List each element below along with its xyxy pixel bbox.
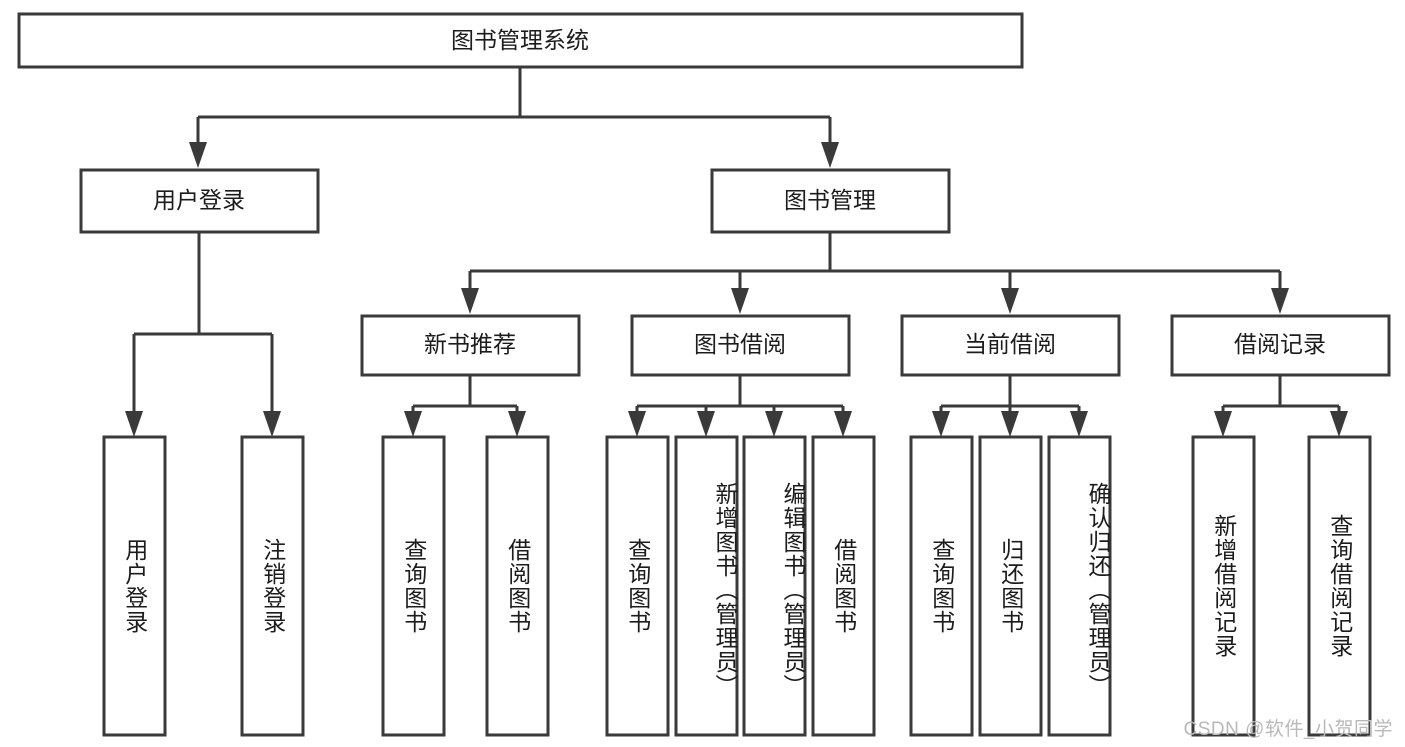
arrow-user-login-leaf-1 xyxy=(125,411,143,437)
node-leaf-return-book[interactable] xyxy=(978,435,1043,737)
arrow-cb-leaf-3 xyxy=(1070,411,1088,437)
node-new-book-recommend[interactable] xyxy=(360,314,581,377)
node-book-borrow-label: 图书借阅 xyxy=(694,331,786,357)
node-leaf-edit-book[interactable] xyxy=(742,435,807,737)
node-user-login-label: 用户登录 xyxy=(153,187,245,213)
arrow-cb-leaf-1 xyxy=(932,411,950,437)
node-leaf-query-book-2[interactable] xyxy=(605,435,670,737)
arrow-bb-leaf-3 xyxy=(765,411,783,437)
arrow-bb-leaf-1 xyxy=(628,411,646,437)
arrow-bm-to-book-borrow xyxy=(731,288,749,314)
node-leaf-query-book-3[interactable] xyxy=(909,435,974,737)
arrow-root-to-book-management xyxy=(821,142,839,168)
node-book-management-label: 图书管理 xyxy=(784,187,876,213)
node-current-borrow-label: 当前借阅 xyxy=(964,331,1056,357)
node-leaf-add-book[interactable] xyxy=(674,435,739,737)
node-root[interactable] xyxy=(17,12,1024,69)
arrow-br-leaf-2 xyxy=(1330,411,1348,437)
arrow-user-login-leaf-2 xyxy=(263,411,281,437)
node-leaf-confirm-return[interactable] xyxy=(1047,435,1112,737)
arrow-bm-to-borrow-record xyxy=(1271,288,1289,314)
node-leaf-add-record[interactable] xyxy=(1191,435,1256,737)
node-new-book-recommend-label: 新书推荐 xyxy=(424,331,516,357)
node-book-management[interactable] xyxy=(710,168,951,234)
arrow-bb-leaf-2 xyxy=(697,411,715,437)
arrow-cb-leaf-2 xyxy=(1001,411,1019,437)
node-leaf-borrow-book-1[interactable] xyxy=(485,435,550,737)
csdn-watermark: CSDN @软件_小贺同学 xyxy=(1183,719,1393,740)
arrow-bm-to-new-book-recommend xyxy=(461,288,479,314)
node-root-label: 图书管理系统 xyxy=(451,27,589,53)
arrow-nbr-leaf-2 xyxy=(508,411,526,437)
arrow-bb-leaf-4 xyxy=(834,411,852,437)
node-leaf-query-book-1[interactable] xyxy=(381,435,446,737)
node-leaf-query-record[interactable] xyxy=(1307,435,1372,737)
node-current-borrow[interactable] xyxy=(900,314,1121,377)
arrow-root-to-user-login xyxy=(189,142,207,168)
node-leaf-user-logout[interactable] xyxy=(240,435,305,737)
arrow-bm-to-current-borrow xyxy=(1001,288,1019,314)
arrow-nbr-leaf-1 xyxy=(404,411,422,437)
node-borrow-record[interactable] xyxy=(1170,314,1391,377)
arrow-br-leaf-1 xyxy=(1214,411,1232,437)
node-borrow-record-label: 借阅记录 xyxy=(1234,331,1326,357)
node-leaf-user-login[interactable] xyxy=(102,435,167,737)
node-book-borrow[interactable] xyxy=(630,314,851,377)
node-leaf-borrow-book-2[interactable] xyxy=(811,435,876,737)
